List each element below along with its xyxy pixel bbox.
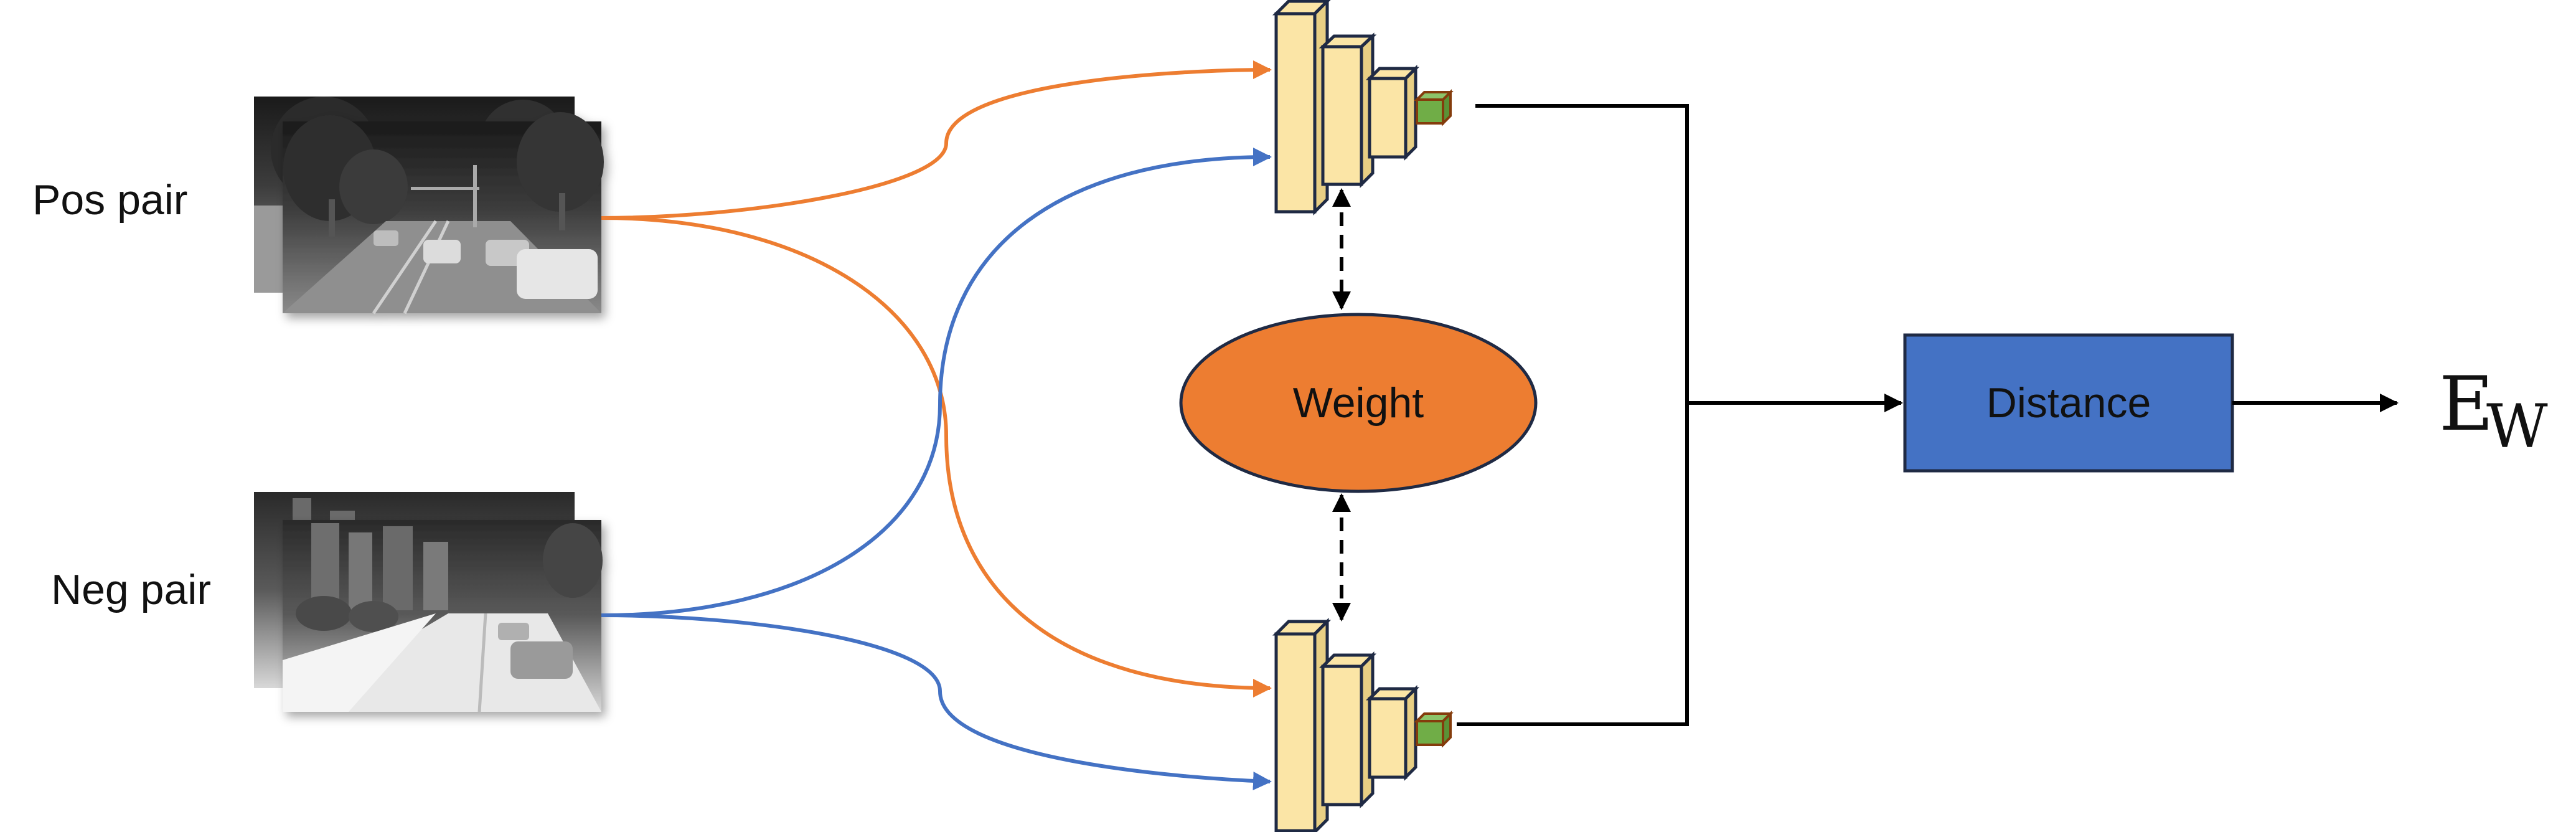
connections [601, 60, 1272, 791]
bottom-output-line [1457, 403, 1689, 726]
pos-to-top-encoder-path [601, 60, 1272, 220]
bottom-layer-2 [1319, 651, 1377, 809]
bottom-layer-3 [1365, 684, 1420, 782]
top-layer-3 [1365, 64, 1420, 161]
bottom-layer-1 [1272, 617, 1332, 832]
top-layer-1 [1272, 0, 1331, 216]
weight-node: Weight [1179, 313, 1538, 493]
neg-pair-label: Neg pair [51, 566, 211, 613]
top-feature-cube [1414, 89, 1454, 126]
neg-to-bottom-encoder-path [601, 613, 1272, 791]
pos-pair-images [254, 97, 604, 314]
neg-to-top-encoder-path [601, 148, 1272, 617]
output-symbol: E [2439, 361, 2494, 448]
distance-label: Distance [1986, 379, 2151, 427]
pos-image-front [283, 112, 604, 314]
pos-to-bottom-encoder-path [601, 216, 1272, 697]
output-energy-symbol: E W [2439, 361, 2548, 461]
neg-image-front [283, 520, 603, 712]
bottom-encoder [1272, 617, 1454, 832]
top-layer-2 [1319, 32, 1377, 189]
weight-label: Weight [1293, 379, 1424, 427]
neg-pair-images [254, 492, 603, 712]
output-subscript: W [2486, 392, 2548, 461]
bottom-feature-cube [1414, 711, 1454, 748]
top-encoder [1272, 0, 1454, 216]
top-output-line [1475, 104, 1689, 403]
distance-node: Distance [1903, 333, 2234, 473]
pos-pair-label: Pos pair [32, 176, 187, 224]
